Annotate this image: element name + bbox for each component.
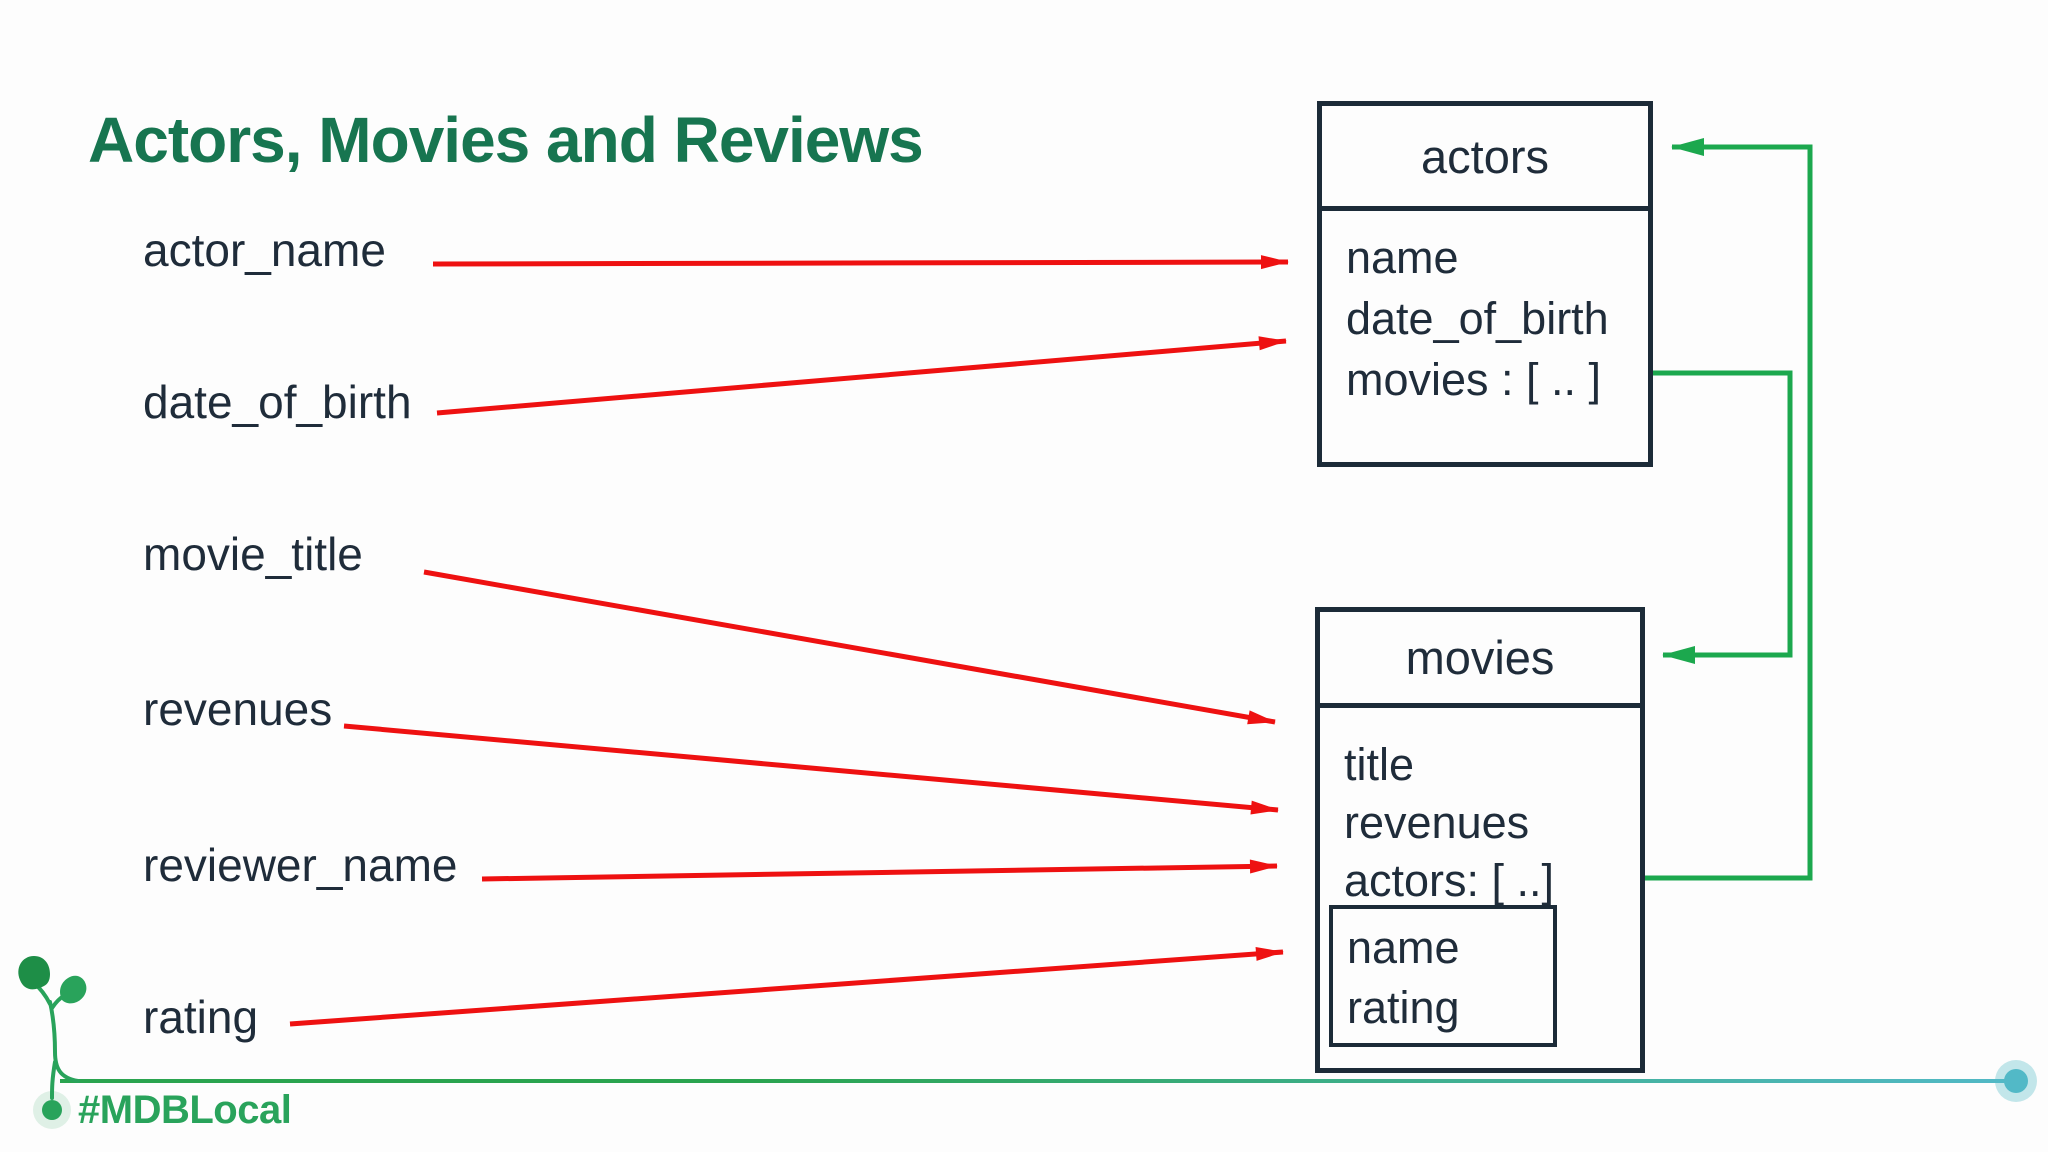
embedded-field-name: name	[1347, 922, 1460, 973]
entity-actors-title: actors	[1322, 106, 1648, 211]
actors-field-movies-array: movies : [ .. ]	[1346, 354, 1602, 405]
hashtag-label: #MDBLocal	[78, 1088, 292, 1132]
arrow-revenues-to-movies-revenues	[343, 723, 1279, 815]
arrow-reviewer-name-to-movies-actors	[481, 859, 1278, 882]
arrow-actor-name-to-actors-name	[432, 255, 1289, 270]
movies-field-actors-array: actors: [ ..]	[1344, 855, 1555, 906]
teal-dot-icon	[2004, 1069, 2028, 1093]
embedded-field-rating: rating	[1347, 982, 1460, 1033]
slide-title: Actors, Movies and Reviews	[88, 104, 924, 176]
entity-movies-title: movies	[1320, 612, 1640, 708]
field-label-movie-title: movie_title	[143, 528, 363, 580]
entity-box-actors: actors name date_of_birth movies : [ .. …	[1317, 101, 1653, 467]
field-label-actor-name: actor_name	[143, 224, 386, 276]
movies-field-revenues: revenues	[1344, 797, 1530, 848]
field-label-revenues: revenues	[143, 683, 333, 735]
actors-field-date-of-birth: date_of_birth	[1346, 293, 1609, 344]
embedded-doc-box: name rating	[1329, 905, 1557, 1047]
arrow-movie-title-to-movies-title	[423, 569, 1276, 725]
field-label-date-of-birth: date_of_birth	[143, 376, 412, 428]
field-label-rating: rating	[143, 991, 259, 1043]
field-label-reviewer-name: reviewer_name	[143, 839, 458, 891]
arrow-date-of-birth-to-actors-date-of-birth	[436, 336, 1287, 416]
connector-movies-actors-to-actors	[1645, 138, 1813, 881]
seedling-icon	[18, 956, 87, 1129]
actors-field-name: name	[1346, 232, 1459, 283]
arrow-rating-to-embedded-doc	[289, 946, 1284, 1027]
movies-field-title: title	[1344, 739, 1415, 790]
connector-actors-movies-to-movies	[1652, 370, 1793, 664]
